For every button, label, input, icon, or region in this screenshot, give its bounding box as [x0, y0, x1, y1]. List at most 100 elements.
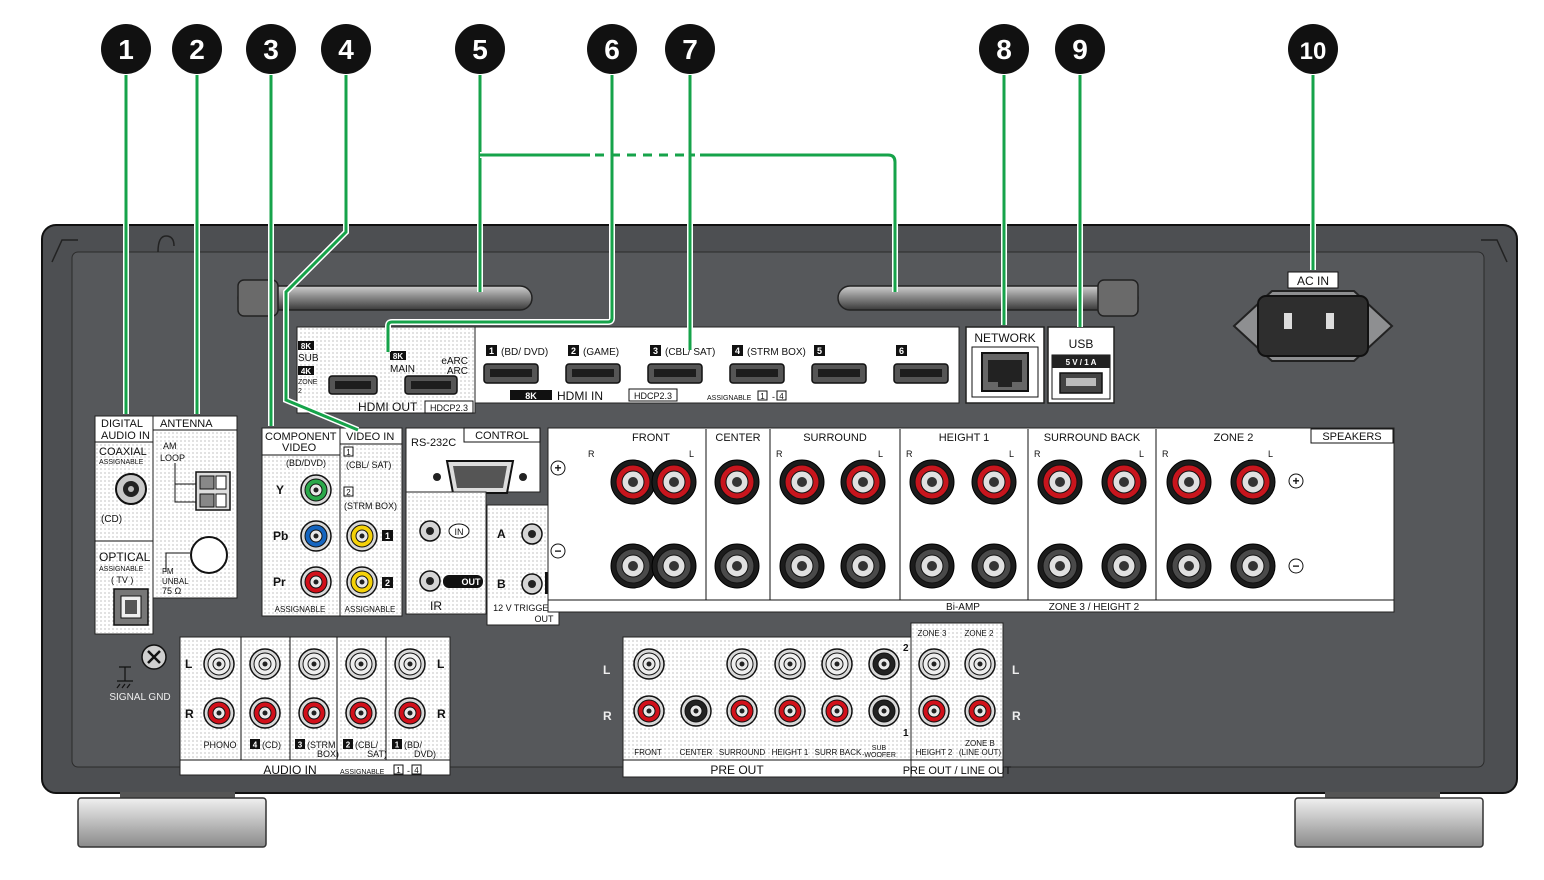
- speaker-terminal-positive[interactable]: [779, 459, 825, 505]
- speaker-terminal-positive[interactable]: [840, 459, 886, 505]
- ac-in-panel: AC IN: [1232, 271, 1394, 362]
- signal-gnd-screw[interactable]: [141, 644, 167, 670]
- audio-in-jack-3-l[interactable]: [298, 648, 330, 680]
- speaker-terminal-negative[interactable]: [651, 543, 697, 589]
- pre-out-center[interactable]: [680, 695, 712, 727]
- speaker-terminal-positive[interactable]: [651, 459, 697, 505]
- hdmi-out-hdcp-label: HDCP2.3: [430, 403, 468, 413]
- rs232c-port[interactable]: [433, 460, 527, 494]
- pre-out-height1-l[interactable]: [774, 648, 806, 680]
- usb-port[interactable]: [1059, 372, 1103, 394]
- speaker-terminal-positive[interactable]: [610, 459, 656, 505]
- ir-in-jack[interactable]: [419, 520, 441, 542]
- ir-out-jack[interactable]: [419, 570, 441, 592]
- speakers-minus-left: −: [554, 544, 561, 558]
- audio-in-phono: PHONO: [203, 740, 236, 750]
- optical-jack[interactable]: [113, 588, 149, 626]
- pre-out-front-r[interactable]: [633, 695, 665, 727]
- zone3-out-r[interactable]: [918, 695, 950, 727]
- audio-in-jack-2-r[interactable]: [249, 697, 281, 729]
- hdmi-in-5-port[interactable]: [811, 363, 867, 384]
- video-in-title: VIDEO IN: [346, 431, 394, 443]
- hdmi-in-6-number: 6: [899, 346, 904, 356]
- component-pb-jack[interactable]: [300, 520, 332, 552]
- speaker-terminal-positive[interactable]: [1037, 459, 1083, 505]
- video-in-num-1: 1: [346, 448, 351, 457]
- audio-in-r-left: R: [185, 707, 194, 721]
- callout-3-number: 3: [263, 34, 279, 65]
- am-loop-terminal[interactable]: [195, 471, 231, 511]
- coaxial-jack[interactable]: [115, 473, 147, 505]
- audio-in-assign-dash: -: [407, 766, 410, 776]
- pre-out-surround-l[interactable]: [726, 648, 758, 680]
- speaker-terminal-positive[interactable]: [714, 459, 760, 505]
- video-in-2-jack[interactable]: [346, 566, 378, 598]
- hdmi-in-2-port[interactable]: [565, 363, 621, 384]
- speaker-terminal-negative[interactable]: [971, 543, 1017, 589]
- pre-out-channel-5: SURR BACK: [815, 748, 862, 757]
- speaker-terminal-positive[interactable]: [1166, 459, 1212, 505]
- signal-gnd: SIGNAL GND: [109, 644, 171, 703]
- callout-9-number: 9: [1072, 34, 1088, 65]
- callout-9: 9: [1055, 24, 1105, 74]
- component-pr-label: Pr: [273, 575, 286, 589]
- speaker-terminal-negative[interactable]: [1230, 543, 1276, 589]
- audio-in-jack-5-r[interactable]: [394, 697, 426, 729]
- speaker-group-6-r-label: R: [1162, 449, 1169, 459]
- hdmi-in-label: HDMI IN: [557, 389, 603, 403]
- foot-left: [77, 792, 267, 848]
- ethernet-port[interactable]: [981, 352, 1029, 392]
- trigger-label-1: 12 V TRIGGER: [493, 603, 555, 613]
- pre-out-subwoofer-1[interactable]: [868, 695, 900, 727]
- speaker-group-2-label: CENTER: [715, 432, 760, 444]
- loop-label: LOOP: [160, 453, 185, 463]
- audio-in-jack-1-r[interactable]: [203, 697, 235, 729]
- trigger-a-label: A: [497, 527, 506, 541]
- audio-in-jack-4-l[interactable]: [345, 648, 377, 680]
- speaker-terminal-positive[interactable]: [1230, 459, 1276, 505]
- speaker-terminal-negative[interactable]: [610, 543, 656, 589]
- audio-in-jack-5-l[interactable]: [394, 648, 426, 680]
- fm-antenna-jack[interactable]: [190, 536, 228, 574]
- component-y-jack[interactable]: [300, 474, 332, 506]
- hdmi-in-6-port[interactable]: [893, 363, 949, 384]
- speaker-terminal-negative[interactable]: [1037, 543, 1083, 589]
- audio-in-source-2-name-2: BOX): [317, 749, 339, 759]
- pre-out-subwoofer-2[interactable]: [868, 648, 900, 680]
- zone2-out-r[interactable]: [964, 695, 996, 727]
- hdmi-out-sub-label: SUB: [298, 353, 319, 364]
- audio-in-jack-2-l[interactable]: [249, 648, 281, 680]
- hdmi-in-3-port[interactable]: [647, 363, 703, 384]
- antenna-left: [237, 279, 533, 317]
- pre-out-surround-r[interactable]: [726, 695, 758, 727]
- speaker-terminal-positive[interactable]: [1101, 459, 1147, 505]
- audio-in-jack-1-l[interactable]: [203, 648, 235, 680]
- zone3-out-l[interactable]: [918, 648, 950, 680]
- audio-in-jack-4-r[interactable]: [345, 697, 377, 729]
- speaker-terminal-negative[interactable]: [714, 543, 760, 589]
- hdmi-in-4-port[interactable]: [729, 363, 785, 384]
- pre-out-surr-back-l[interactable]: [821, 648, 853, 680]
- zone2-out-l[interactable]: [964, 648, 996, 680]
- pre-line-out-label: PRE OUT / LINE OUT: [903, 765, 1012, 777]
- pre-out-surr-back-r[interactable]: [821, 695, 853, 727]
- speaker-terminal-positive[interactable]: [909, 459, 955, 505]
- speaker-terminal-negative[interactable]: [1101, 543, 1147, 589]
- zone2-label: ZONE 2: [965, 629, 994, 638]
- hdmi-in-1-port[interactable]: [483, 363, 539, 384]
- pre-out-height1-r[interactable]: [774, 695, 806, 727]
- speaker-terminal-negative[interactable]: [779, 543, 825, 589]
- audio-in-jack-3-r[interactable]: [298, 697, 330, 729]
- speaker-terminal-negative[interactable]: [1166, 543, 1212, 589]
- pre-out-front-l[interactable]: [633, 648, 665, 680]
- speaker-terminal-negative[interactable]: [909, 543, 955, 589]
- video-in-assignable: ASSIGNABLE: [345, 605, 396, 614]
- hdmi-out-8k-sub-badge: 8K: [301, 342, 311, 351]
- speaker-terminal-negative[interactable]: [840, 543, 886, 589]
- speaker-terminal-positive[interactable]: [971, 459, 1017, 505]
- callout-1-number: 1: [118, 34, 134, 65]
- component-pr-jack[interactable]: [300, 566, 332, 598]
- video-in-1-jack[interactable]: [346, 520, 378, 552]
- trigger-a-jack[interactable]: [521, 523, 543, 545]
- audio-in-source-4-name-2: DVD): [414, 749, 436, 759]
